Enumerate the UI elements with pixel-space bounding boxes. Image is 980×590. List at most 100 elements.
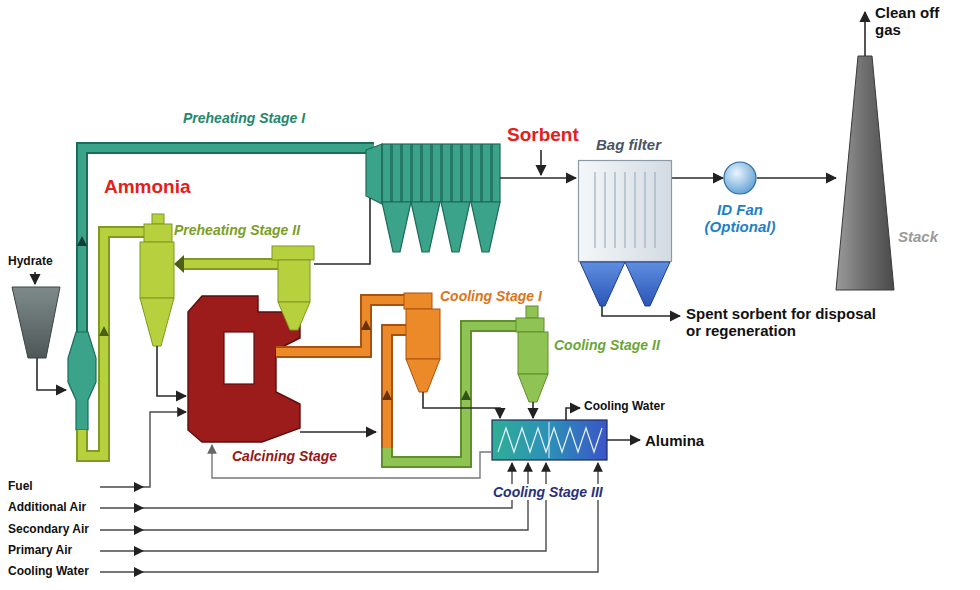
cooling-stage-two-part bbox=[532, 402, 534, 418]
cooling-stage-one-part bbox=[300, 431, 376, 433]
preheating-stage-two-part bbox=[174, 255, 184, 273]
cooling-stage-three-part bbox=[492, 420, 607, 460]
utility-feed-lines-part bbox=[100, 463, 512, 508]
preheating-stage-two-part bbox=[272, 246, 314, 260]
cooling-stage-two bbox=[461, 306, 548, 418]
calciner-part bbox=[224, 332, 254, 384]
cooling-stage-three-part bbox=[607, 439, 640, 441]
preheating-stage-two-part bbox=[184, 258, 278, 270]
cooling-stage-one-part bbox=[387, 330, 406, 448]
preheating-stage-one-part bbox=[471, 202, 500, 252]
cooling-stage-two-part bbox=[518, 374, 548, 402]
preheating-stage-one-part bbox=[77, 236, 87, 246]
calciner bbox=[188, 296, 300, 442]
preheating-stage-two-part bbox=[82, 232, 146, 456]
cooling-stage-two-part bbox=[461, 390, 471, 400]
input-label: Cooling Water bbox=[8, 565, 89, 579]
cooling-stage-three-part bbox=[566, 408, 580, 420]
feed-label: Hydrate bbox=[8, 255, 53, 269]
cooling-stage-one-part bbox=[423, 392, 500, 418]
preheating-stage-two bbox=[82, 214, 314, 456]
hydrate-feeder bbox=[12, 272, 66, 390]
filter-hopper bbox=[625, 262, 670, 306]
preheating-stage-one-part bbox=[382, 144, 500, 202]
cooling-stage-one-part bbox=[404, 293, 432, 309]
utility-feed-lines-part bbox=[134, 567, 144, 577]
stage-label: Cooling Stage II bbox=[554, 337, 660, 353]
preheating-stage-two-part bbox=[140, 298, 174, 346]
reagent-label: Ammonia bbox=[104, 176, 191, 198]
id-fan-label: ID Fan (Optional) bbox=[695, 201, 785, 236]
cooling-stage-two-part bbox=[516, 318, 544, 332]
utility-feed-lines-part bbox=[134, 546, 144, 556]
preheating-stage-two-part bbox=[157, 346, 186, 396]
fan-casing bbox=[724, 162, 756, 194]
preheating-stage-one-part bbox=[314, 198, 370, 264]
id-fan: ID Fan (Optional) bbox=[723, 161, 757, 195]
preheating-stage-two-part bbox=[144, 224, 172, 242]
filter-bag bbox=[624, 172, 625, 248]
stack-outline bbox=[836, 56, 894, 290]
input-label: Primary Air bbox=[8, 544, 72, 558]
calciner-part bbox=[188, 296, 300, 442]
utility-feed-lines-part bbox=[100, 463, 528, 530]
hydrate-feeder-part bbox=[12, 287, 60, 358]
cooling-stage-one bbox=[276, 293, 516, 462]
preheating-stage-one-part bbox=[411, 202, 440, 252]
input-label: Fuel bbox=[8, 480, 33, 494]
utility-feed-lines-part bbox=[100, 463, 546, 551]
stack-body bbox=[836, 56, 894, 290]
preheating-stage-one-part bbox=[382, 202, 411, 252]
filter-bag bbox=[634, 172, 635, 248]
preheating-stage-two-part bbox=[184, 260, 278, 268]
reagent-label: Sorbent bbox=[507, 124, 579, 146]
filter-hopper bbox=[580, 262, 625, 306]
filter-bag bbox=[644, 172, 645, 248]
filter-bag bbox=[604, 172, 605, 248]
stack: Stack bbox=[836, 56, 894, 290]
stage-label: Preheating Stage II bbox=[174, 222, 300, 238]
preheating-stage-two-part bbox=[99, 326, 109, 336]
preheating-stage-one-part bbox=[500, 177, 576, 179]
utility-feed-lines-part bbox=[100, 412, 186, 487]
stage-label: Preheating Stage I bbox=[183, 110, 305, 126]
filter-bag bbox=[594, 172, 595, 248]
cooling-stage-one-part bbox=[406, 309, 440, 359]
cooling-stage-one-part bbox=[406, 359, 440, 392]
utility-label: Cooling Water bbox=[584, 400, 665, 414]
preheating-stage-one-part bbox=[441, 202, 470, 252]
discharge-arrows-part bbox=[602, 306, 680, 316]
stage-label: Cooling Stage I bbox=[440, 288, 542, 304]
filter-housing bbox=[579, 161, 672, 262]
cooling-stage-three-part bbox=[549, 422, 550, 458]
stack-label: Stack bbox=[898, 228, 938, 245]
preheating-stage-two-part bbox=[82, 232, 146, 456]
cooling-stage-two-part bbox=[526, 306, 538, 318]
utility-feed-lines-part bbox=[100, 463, 598, 572]
input-label: Secondary Air bbox=[8, 523, 89, 537]
bag-filter: Bag filter bbox=[578, 160, 672, 312]
cooling-stage-three-part bbox=[212, 445, 492, 478]
stage-label: Cooling Stage III bbox=[490, 484, 606, 500]
utility-feed-lines-part bbox=[134, 525, 144, 535]
cooling-stage-one-part bbox=[387, 330, 406, 448]
input-label: Additional Air bbox=[8, 501, 86, 515]
bag-filter-label: Bag filter bbox=[596, 136, 661, 153]
preheating-stage-two-part bbox=[152, 214, 164, 224]
flow-arrow bbox=[757, 177, 836, 179]
discharge-label: Spent sorbent for disposal or regenerati… bbox=[686, 305, 886, 340]
filter-bag bbox=[654, 172, 655, 248]
preheating-stage-two-part bbox=[140, 242, 174, 298]
cooling-stage-one-part bbox=[382, 390, 392, 400]
hydrate-feeder-part bbox=[37, 358, 66, 390]
preheating-stage-one bbox=[68, 144, 576, 430]
id-fan-outline bbox=[723, 161, 757, 195]
stage-label: Calcining Stage bbox=[232, 448, 337, 464]
filter-bag bbox=[614, 172, 615, 248]
cooling-stage-one-part bbox=[361, 320, 371, 330]
product-label: Alumina bbox=[645, 432, 704, 449]
discharge-arrows-part bbox=[864, 12, 866, 56]
bag-filter-outline bbox=[578, 160, 672, 312]
utility-feed-lines-part bbox=[134, 503, 144, 513]
preheating-stage-one-part bbox=[366, 144, 382, 204]
